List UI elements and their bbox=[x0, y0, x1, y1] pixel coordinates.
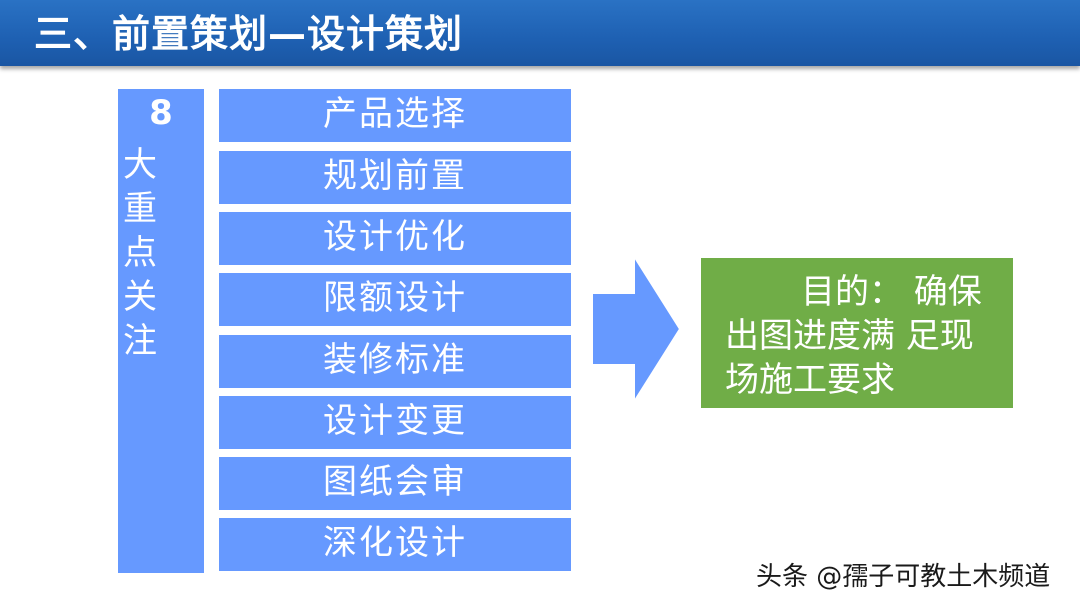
focus-char: 点 bbox=[123, 233, 157, 273]
focus-sidebar: 8 大 重 点 关 注 bbox=[118, 89, 204, 573]
goal-line: 出图进度满 足现 bbox=[725, 316, 974, 356]
item-detailed-design: 深化设计 bbox=[219, 518, 571, 571]
item-planning-front: 规划前置 bbox=[219, 151, 571, 204]
watermark: 头条 @孺子可教土木频道 bbox=[756, 562, 1051, 592]
focus-char: 关 bbox=[123, 277, 157, 317]
focus-count: 8 bbox=[149, 93, 173, 133]
title-bar: 三、前置策划—设计策划 bbox=[0, 0, 1080, 66]
goal-box: 目的： 确保 出图进度满 足现 场施工要求 bbox=[701, 258, 1013, 408]
page-title: 三、前置策划—设计策划 bbox=[34, 12, 464, 56]
item-decoration-standard: 装修标准 bbox=[219, 335, 571, 388]
goal-line: 目的： 确保 bbox=[801, 272, 982, 312]
item-design-change: 设计变更 bbox=[219, 396, 571, 449]
item-quota-design: 限额设计 bbox=[219, 273, 571, 326]
focus-char: 大 bbox=[123, 145, 157, 185]
right-arrow-icon bbox=[592, 256, 680, 402]
focus-char: 重 bbox=[123, 189, 157, 229]
goal-line: 场施工要求 bbox=[725, 360, 895, 400]
item-product-selection: 产品选择 bbox=[219, 89, 571, 142]
item-drawing-review: 图纸会审 bbox=[219, 457, 571, 510]
item-design-optimization: 设计优化 bbox=[219, 212, 571, 265]
focus-char: 注 bbox=[123, 321, 157, 361]
